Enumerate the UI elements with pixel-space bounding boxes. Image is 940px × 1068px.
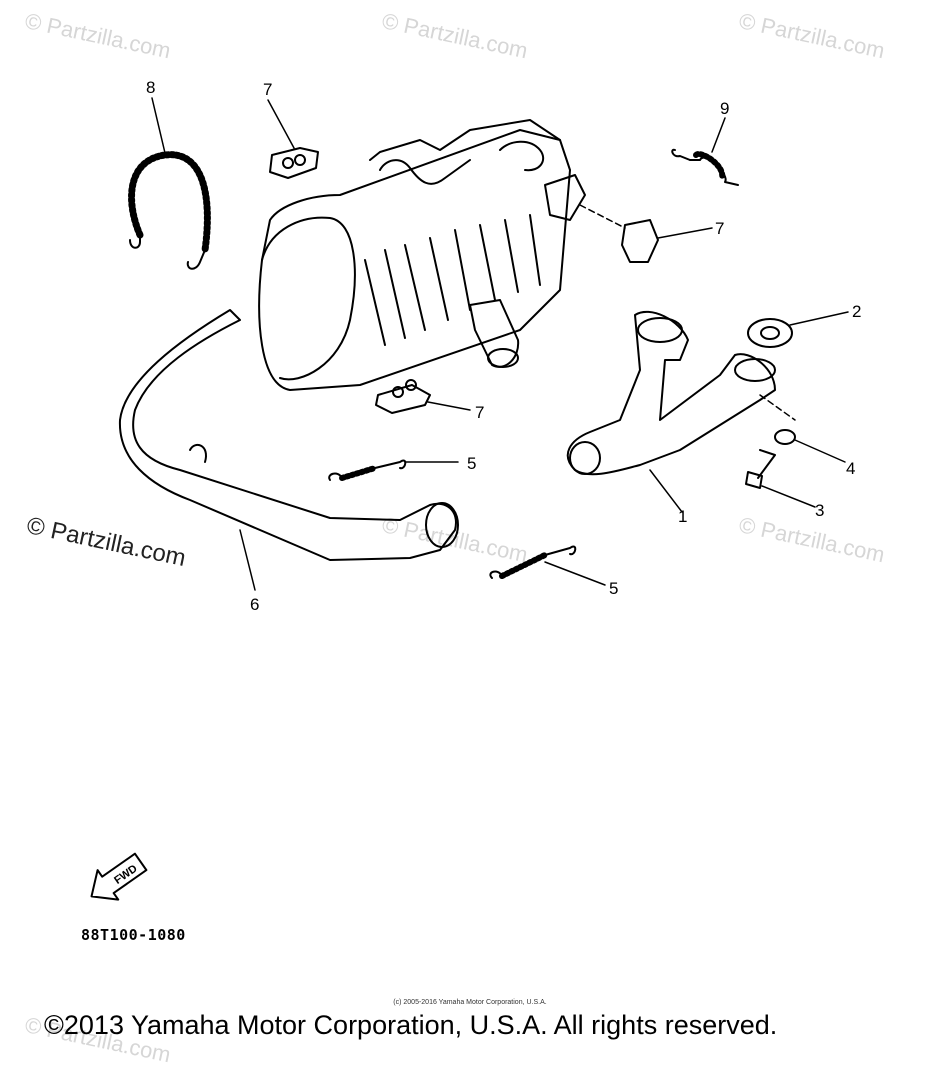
part-7-damper-top <box>267 99 319 179</box>
fwd-arrow-icon: FWD <box>90 852 148 901</box>
part-8-spring <box>128 97 211 270</box>
callout-7-right: 7 <box>715 219 724 238</box>
part-4-washer <box>774 429 846 463</box>
part-9-spring <box>671 117 739 186</box>
part-7-damper-bottom <box>375 379 471 414</box>
part-6-pipe <box>118 309 459 591</box>
callout-1: 1 <box>678 507 687 526</box>
part-5-spring-lower <box>489 545 606 586</box>
callout-6: 6 <box>250 595 259 614</box>
callout-3: 3 <box>815 501 824 520</box>
part-5-spring-upper <box>328 459 459 481</box>
part-2-gasket <box>747 311 849 348</box>
small-copyright: (c) 2005-2016 Yamaha Motor Corporation, … <box>393 999 547 1006</box>
copyright-notice: ©2013 Yamaha Motor Corporation, U.S.A. A… <box>44 1010 778 1040</box>
callout-9: 9 <box>720 99 729 118</box>
callout-7-bottom: 7 <box>475 403 484 422</box>
part-7-damper-right <box>579 204 713 263</box>
callout-4: 4 <box>846 459 855 478</box>
callout-7-top: 7 <box>263 80 272 99</box>
callout-5-upper: 5 <box>467 454 476 473</box>
callout-5-lower: 5 <box>609 579 618 598</box>
diagram-code: 88T100-1080 <box>81 926 186 944</box>
callout-2: 2 <box>852 302 861 321</box>
part-3-bolt <box>745 449 816 508</box>
part-1-exhaust-pipe <box>566 310 796 513</box>
callout-8: 8 <box>146 78 155 97</box>
part-muffler <box>258 119 586 391</box>
